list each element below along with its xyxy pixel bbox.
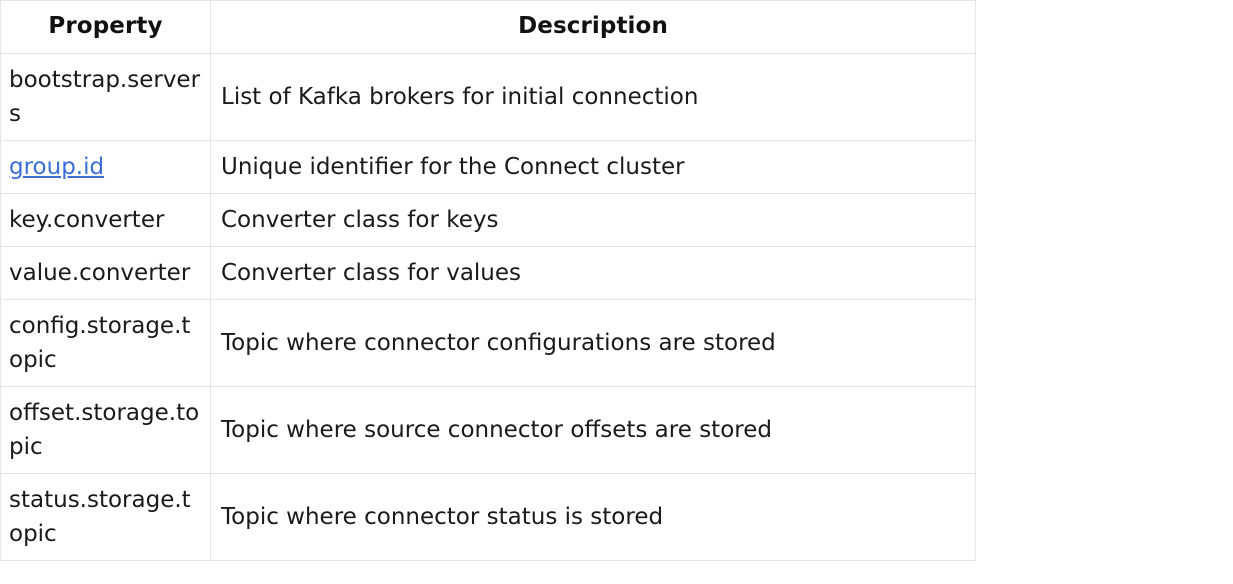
property-name: status.storage.topic (9, 487, 191, 548)
cell-description: Unique identifier for the Connect cluste… (210, 139, 976, 194)
cell-property: status.storage.topic (0, 473, 211, 562)
cell-description: Topic where connector status is stored (210, 473, 976, 562)
cell-description: Converter class for keys (210, 192, 976, 247)
table-header-row: Property Description (0, 0, 976, 54)
table-row: value.converter Converter class for value… (0, 245, 976, 300)
cell-property: key.converter (0, 192, 211, 247)
column-header-description: Description (210, 0, 976, 54)
cell-description: List of Kafka brokers for initial connec… (210, 52, 976, 141)
property-name: bootstrap.servers (9, 66, 201, 127)
column-header-property: Property (0, 0, 211, 54)
table-header: Property Description (0, 0, 976, 54)
cell-property: bootstrap.servers (0, 52, 211, 141)
property-name: value.converter (9, 259, 191, 286)
table-row: status.storage.topic Topic where connecto… (0, 473, 976, 562)
property-name: offset.storage.topic (9, 399, 200, 460)
table-row: key.converter Converter class for keys (0, 192, 976, 247)
cell-property: value.converter (0, 245, 211, 300)
cell-property: offset.storage.topic (0, 385, 211, 475)
cell-property: group.id (0, 139, 211, 194)
cell-description: Topic where source connector offsets are… (210, 385, 976, 475)
property-name: key.converter (9, 206, 165, 233)
property-name: config.storage.topic (9, 312, 191, 373)
table-row: config.storage.topic Topic where connecto… (0, 298, 976, 387)
property-link[interactable]: group.id (9, 153, 105, 180)
cell-property: config.storage.topic (0, 298, 211, 387)
table-row: group.id Unique identifier for the Connec… (0, 139, 976, 194)
cell-description: Topic where connector configurations are… (210, 298, 976, 387)
cell-description: Converter class for values (210, 245, 976, 300)
